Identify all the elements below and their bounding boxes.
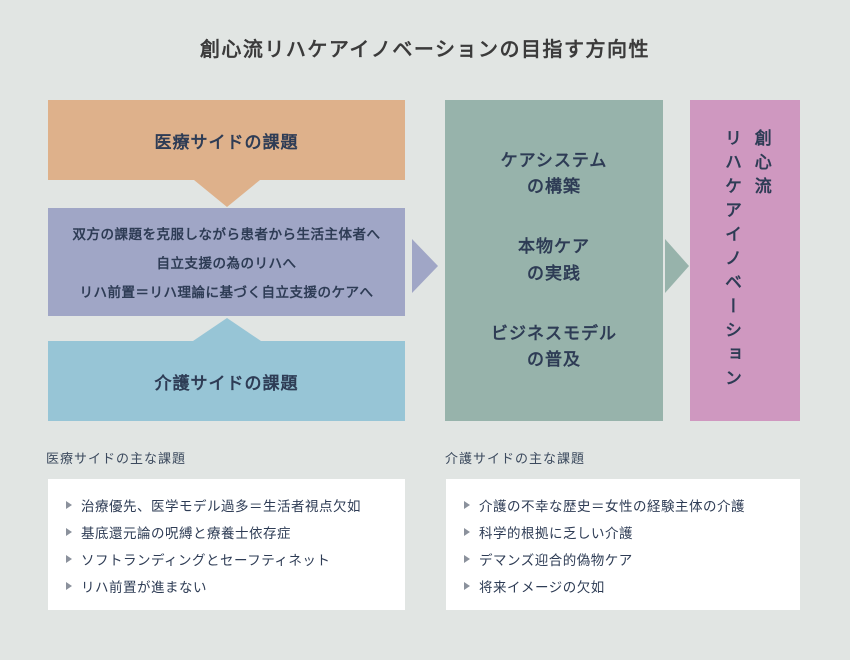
medical-issues-panel: 治療優先、医学モデル過多＝生活者視点欠如 基底還元論の呪縛と療養士依存症 ソフト… bbox=[48, 479, 405, 610]
bullet-triangle-icon bbox=[66, 581, 72, 590]
list-item-text: 介護の不幸な歴史＝女性の経験主体の介護 bbox=[479, 498, 745, 515]
medical-challenges-label: 医療サイドの課題 bbox=[154, 132, 299, 153]
core-message-line: 双方の課題を克服しながら患者から生活主体者へ bbox=[72, 227, 381, 243]
list-item-text: 基底還元論の呪縛と療養士依存症 bbox=[81, 525, 291, 542]
strategy-item: 本物ケア の実践 bbox=[518, 237, 590, 284]
medical-issues-heading: 医療サイドの主な課題 bbox=[46, 452, 187, 467]
bullet-triangle-icon bbox=[464, 500, 470, 509]
right-arrow-icon bbox=[665, 239, 689, 293]
list-item: 基底還元論の呪縛と療養士依存症 bbox=[66, 518, 405, 545]
care-challenges-box: 介護サイドの課題 bbox=[48, 341, 405, 421]
list-item-text: 治療優先、医学モデル過多＝生活者視点欠如 bbox=[81, 498, 361, 515]
down-arrow-connector-icon bbox=[194, 180, 260, 207]
core-message-line: 自立支援の為のリハへ bbox=[156, 256, 297, 272]
goal-label: 創心流 リハケアイノベーション bbox=[721, 128, 771, 393]
care-issues-panel: 介護の不幸な歴史＝女性の経験主体の介護 科学的根拠に乏しい介護 デマンズ迎合的偽… bbox=[446, 479, 800, 610]
list-item: ソフトランディングとセーフティネット bbox=[66, 545, 405, 572]
medical-challenges-box: 医療サイドの課題 bbox=[48, 100, 405, 180]
bullet-triangle-icon bbox=[464, 527, 470, 536]
list-item: デマンズ迎合的偽物ケア bbox=[464, 545, 800, 572]
list-item: リハ前置が進まない bbox=[66, 572, 405, 599]
list-item: 将来イメージの欠如 bbox=[464, 572, 800, 599]
care-issues-heading: 介護サイドの主な課題 bbox=[445, 452, 586, 467]
bullet-triangle-icon bbox=[464, 581, 470, 590]
list-item: 科学的根拠に乏しい介護 bbox=[464, 518, 800, 545]
core-message-line: リハ前置＝リハ理論に基づく自立支援のケアへ bbox=[79, 285, 374, 301]
goal-box: 創心流 リハケアイノベーション bbox=[690, 100, 800, 421]
bullet-triangle-icon bbox=[66, 554, 72, 563]
right-arrow-icon bbox=[412, 239, 438, 293]
list-item: 介護の不幸な歴史＝女性の経験主体の介護 bbox=[464, 491, 800, 518]
list-item-text: ソフトランディングとセーフティネット bbox=[81, 552, 331, 569]
core-message-box: 双方の課題を克服しながら患者から生活主体者へ 自立支援の為のリハへ リハ前置＝リ… bbox=[48, 208, 405, 316]
list-item-text: デマンズ迎合的偽物ケア bbox=[479, 552, 633, 569]
bullet-triangle-icon bbox=[66, 500, 72, 509]
page-title: 創心流リハケアイノベーションの目指す方向性 bbox=[199, 37, 651, 61]
care-challenges-label: 介護サイドの課題 bbox=[154, 373, 299, 394]
strategy-item: ケアシステム の構築 bbox=[500, 150, 608, 198]
up-arrow-connector-icon bbox=[193, 318, 261, 341]
list-item-text: 科学的根拠に乏しい介護 bbox=[479, 525, 633, 542]
list-item: 治療優先、医学モデル過多＝生活者視点欠如 bbox=[66, 491, 405, 518]
list-item-text: 将来イメージの欠如 bbox=[479, 579, 605, 596]
strategy-item: ビジネスモデル の普及 bbox=[491, 323, 617, 370]
list-item-text: リハ前置が進まない bbox=[81, 579, 207, 596]
strategy-box: ケアシステム の構築 本物ケア の実践 ビジネスモデル の普及 bbox=[445, 100, 663, 421]
bullet-triangle-icon bbox=[66, 527, 72, 536]
bullet-triangle-icon bbox=[464, 554, 470, 563]
